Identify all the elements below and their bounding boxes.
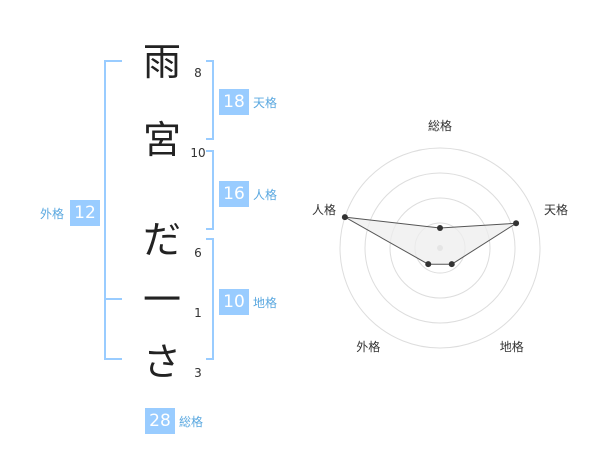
radar-point-2 xyxy=(448,261,455,268)
stroke-count-2: 10 xyxy=(190,146,206,160)
tenkaku-label: 天格 xyxy=(253,96,278,110)
radar-point-3 xyxy=(425,261,432,268)
stroke-count-5: 3 xyxy=(194,366,202,380)
jinkaku-label: 人格 xyxy=(253,188,278,202)
soukaku-label: 総格 xyxy=(179,415,204,429)
name-char-5: さ xyxy=(142,340,181,384)
name-char-1: 雨 xyxy=(142,40,181,84)
chikaku-badge: 10 xyxy=(219,289,249,315)
stroke-count-3: 6 xyxy=(194,246,202,260)
tenkaku-badge: 18 xyxy=(219,89,249,115)
gaikaku-label: 外格 xyxy=(40,207,65,221)
chikaku-label: 地格 xyxy=(253,296,278,310)
name-char-2: 宮 xyxy=(142,118,181,162)
radar-label-chikaku: 地格 xyxy=(499,339,524,354)
name-char-3: だ xyxy=(142,218,181,262)
gaikaku-badge: 12 xyxy=(70,200,100,226)
stroke-count-1: 8 xyxy=(194,66,202,80)
name-char-4: 一 xyxy=(142,278,181,322)
radar-label-tenkaku: 天格 xyxy=(544,203,569,218)
radar-ring xyxy=(364,172,516,324)
jinkaku-badge: 16 xyxy=(219,181,249,207)
radar-ring xyxy=(339,147,541,349)
radar-point-0 xyxy=(437,225,443,231)
soukaku-badge: 28 xyxy=(145,408,175,434)
stroke-count-4: 1 xyxy=(194,306,202,320)
radar-label-gaikaku: 外格 xyxy=(356,339,381,354)
radar-ring xyxy=(389,197,491,299)
radar-label-soukaku: 総格 xyxy=(427,119,452,133)
radar-point-1 xyxy=(513,220,520,227)
radar-series-shape xyxy=(344,216,517,265)
radar-point-4 xyxy=(341,214,348,221)
radar-label-jinkaku: 人格 xyxy=(311,203,336,218)
